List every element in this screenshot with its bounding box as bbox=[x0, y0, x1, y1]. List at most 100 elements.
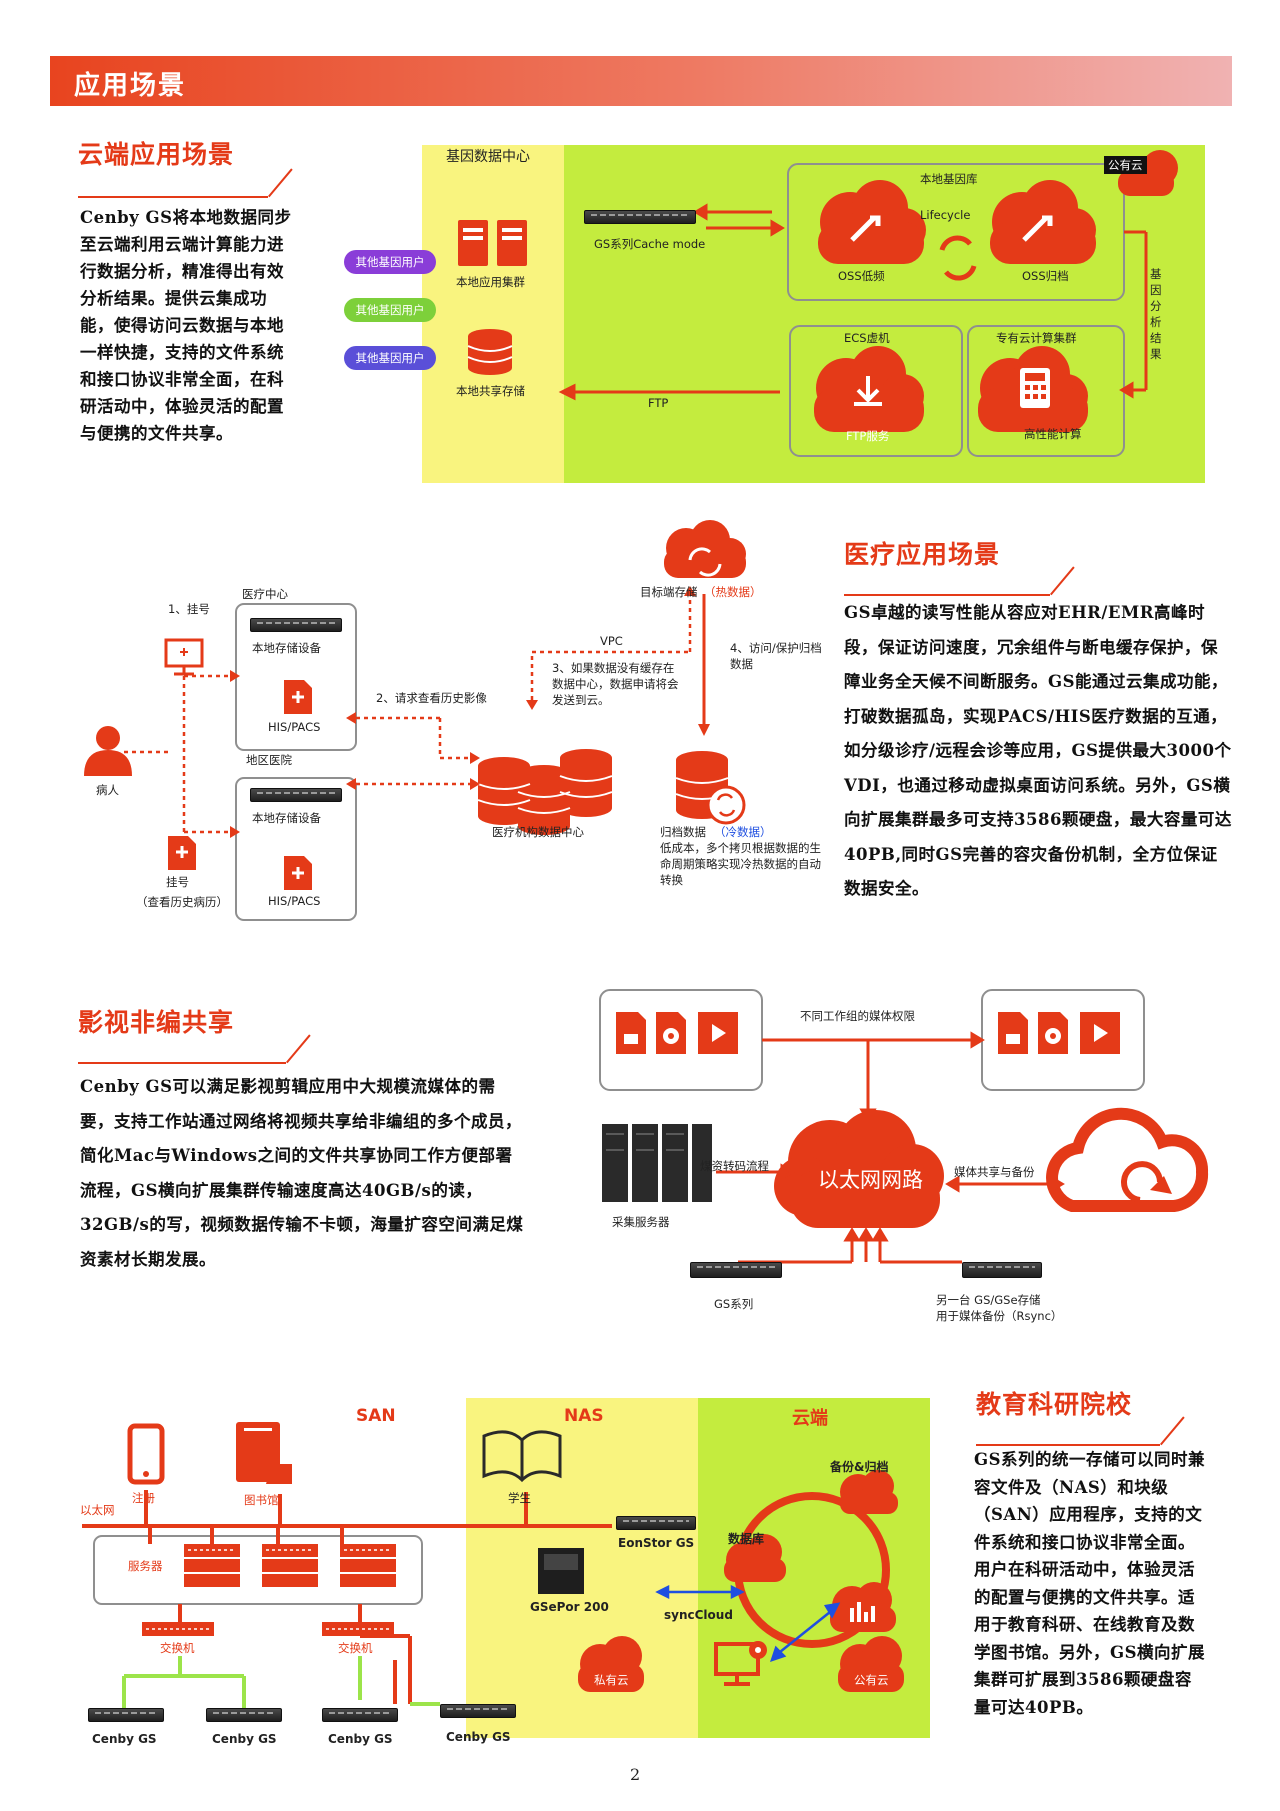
lifecycle-label: Lifecycle bbox=[920, 208, 971, 222]
gs-series-server bbox=[690, 1262, 782, 1278]
eonstor-server bbox=[616, 1516, 696, 1530]
student-label: 学生 bbox=[508, 1491, 531, 1505]
library-icon bbox=[236, 1422, 292, 1484]
ecs-label: ECS虚机 bbox=[844, 331, 890, 345]
archive-database-icon bbox=[676, 751, 746, 825]
register-label: 挂号 bbox=[166, 875, 189, 889]
cenby-server-3 bbox=[322, 1708, 398, 1722]
ftp-label: FTP bbox=[648, 396, 669, 410]
datacenter-panel bbox=[422, 145, 564, 483]
local-gene-lib-label: 本地基因库 bbox=[920, 172, 978, 186]
medical-section-title: 医疗应用场景 bbox=[844, 540, 1001, 569]
patient-icon bbox=[84, 726, 132, 776]
gene-user-pill-2[interactable]: 其他基因用户 bbox=[344, 298, 436, 322]
edu-backup-cloud-icon bbox=[840, 1470, 898, 1514]
cenby-label-4: Cenby GS bbox=[446, 1730, 511, 1744]
book-icon bbox=[482, 1430, 562, 1483]
gene-user-pill-3[interactable]: 其他基因用户 bbox=[344, 346, 436, 370]
backup-archive-label: 备份&归档 bbox=[830, 1460, 889, 1474]
cloud-section-title: 云端应用场景 bbox=[78, 140, 235, 169]
media-title-underline bbox=[78, 1062, 286, 1064]
med-center-label: 医疗中心 bbox=[242, 587, 288, 601]
cloud-title-slash bbox=[268, 168, 293, 198]
phone-icon bbox=[127, 1423, 165, 1485]
oss-archive-label: OSS归档 bbox=[1022, 269, 1069, 283]
datacenter-label: 基因数据中心 bbox=[446, 149, 530, 165]
monitor-icon bbox=[164, 638, 204, 676]
region-hospital-label: 地区医院 bbox=[246, 753, 292, 767]
archive-desc-label: 低成本，多个拷贝根据数据的生命周期策略实现冷热数据的自动转换 bbox=[660, 841, 821, 887]
gs-cache-label: GS系列Cache mode bbox=[594, 237, 706, 251]
medical-description: GS卓越的读写性能从容应对EHR/EMR高峰时段，保证访问速度，冗余组件与断电缓… bbox=[844, 603, 1232, 898]
capture-server-label: 采集服务器 bbox=[612, 1215, 670, 1229]
section-banner bbox=[50, 56, 1232, 106]
cenby-label-3: Cenby GS bbox=[328, 1732, 393, 1746]
his-pacs-label-1: HIS/PACS bbox=[268, 720, 321, 734]
edu-public-cloud-label: 公有云 bbox=[854, 1673, 889, 1687]
gene-result-label: 基因分析结果 bbox=[1150, 267, 1162, 361]
archive-data-label: 归档数据 bbox=[660, 825, 706, 839]
oss-low-label: OSS低频 bbox=[838, 269, 885, 283]
edu-server-blocks bbox=[142, 1544, 396, 1636]
edu-description: GS系列的统一存储可以同时兼容文件及（NAS）和块级（SAN）应用程序，支持的文… bbox=[974, 1450, 1206, 1717]
medical-title-slash bbox=[1050, 566, 1075, 596]
cenby-server-2 bbox=[206, 1708, 282, 1722]
target-storage-label: 目标端存储 bbox=[640, 585, 698, 599]
eonstor-label: EonStor GS bbox=[618, 1536, 695, 1550]
gs-cache-server bbox=[584, 210, 696, 224]
ethernet-label: 以太网网路 bbox=[818, 1169, 923, 1192]
synccloud-label: syncCloud bbox=[664, 1608, 733, 1622]
another-storage-label: 另一台 GS/GSe存储 bbox=[936, 1293, 1041, 1307]
gene-user-pill-1[interactable]: 其他基因用户 bbox=[344, 250, 436, 274]
monitor-gear-icon bbox=[714, 1642, 760, 1686]
backup-cloud-icon bbox=[1046, 1107, 1209, 1212]
transcode-label: 煤资转码流程 bbox=[700, 1159, 769, 1173]
local-storage-label-2: 本地存储设备 bbox=[252, 811, 321, 825]
region-hospital-server bbox=[250, 788, 342, 802]
cenby-label-1: Cenby GS bbox=[92, 1732, 157, 1746]
step3-label: 3、如果数据没有缓存在数据中心，数据申请将会发送到云。 bbox=[552, 661, 679, 707]
cloud-title-underline bbox=[78, 196, 268, 198]
library-label: 图书馆 bbox=[244, 1493, 279, 1507]
his-pacs-label-2: HIS/PACS bbox=[268, 894, 321, 908]
hpc-label: 高性能计算 bbox=[1024, 427, 1082, 441]
edu-section-title: 教育科研院校 bbox=[976, 1390, 1133, 1419]
local-storage-label-1: 本地存储设备 bbox=[252, 641, 321, 655]
database-label: 数据库 bbox=[728, 1532, 765, 1546]
document-icon bbox=[168, 680, 312, 890]
medical-database-icon bbox=[478, 749, 612, 835]
cenby-server-4 bbox=[440, 1704, 516, 1718]
another-storage-label-2: 用于媒体备份（Rsync） bbox=[936, 1309, 1063, 1323]
patient-label: 病人 bbox=[96, 783, 119, 797]
data-center-label: 医疗机构数据中心 bbox=[492, 825, 584, 839]
ethernet-edu-label: 以太网 bbox=[80, 1503, 115, 1517]
share-backup-label: 媒体共享与备份 bbox=[954, 1165, 1035, 1179]
edu-title-underline bbox=[976, 1444, 1160, 1446]
local-cluster-label: 本地应用集群 bbox=[456, 275, 525, 289]
vpc-label: VPC bbox=[600, 634, 623, 648]
banner-title: 应用场景 bbox=[74, 71, 187, 101]
cenby-server-1 bbox=[88, 1708, 164, 1722]
nas-label: NAS bbox=[564, 1406, 604, 1426]
media-section-title: 影视非编共享 bbox=[78, 1008, 235, 1037]
step2-label: 2、请求查看历史影像 bbox=[376, 691, 487, 705]
media-title-slash bbox=[286, 1034, 311, 1064]
medical-title-underline bbox=[844, 594, 1050, 596]
media-description: Cenby GS可以满足影视剪辑应用中大规模流媒体的需要，支持工作站通过网络将视… bbox=[80, 1077, 524, 1269]
med-center-server bbox=[250, 618, 342, 632]
gs-series-label: GS系列 bbox=[714, 1297, 754, 1311]
history-label: （查看历史病历） bbox=[136, 895, 228, 909]
step4-label: 4、访问/保护归档数据 bbox=[730, 641, 822, 671]
edu-title-slash bbox=[1160, 1416, 1185, 1446]
edu-analytics-cloud-icon bbox=[830, 1582, 896, 1632]
servers-label: 服务器 bbox=[128, 1559, 163, 1573]
cold-data-label: （冷数据） bbox=[714, 825, 772, 839]
local-storage-label: 本地共享存储 bbox=[456, 384, 525, 398]
gsepor-label: GSePor 200 bbox=[530, 1600, 609, 1614]
hot-storage-cloud-icon bbox=[664, 520, 746, 578]
hot-data-label: （热数据） bbox=[704, 585, 762, 599]
page-number: 2 bbox=[630, 1765, 641, 1784]
backup-server bbox=[962, 1262, 1042, 1278]
server-cabinet-icon bbox=[602, 1124, 712, 1202]
cloud-end-label: 云端 bbox=[792, 1408, 828, 1429]
